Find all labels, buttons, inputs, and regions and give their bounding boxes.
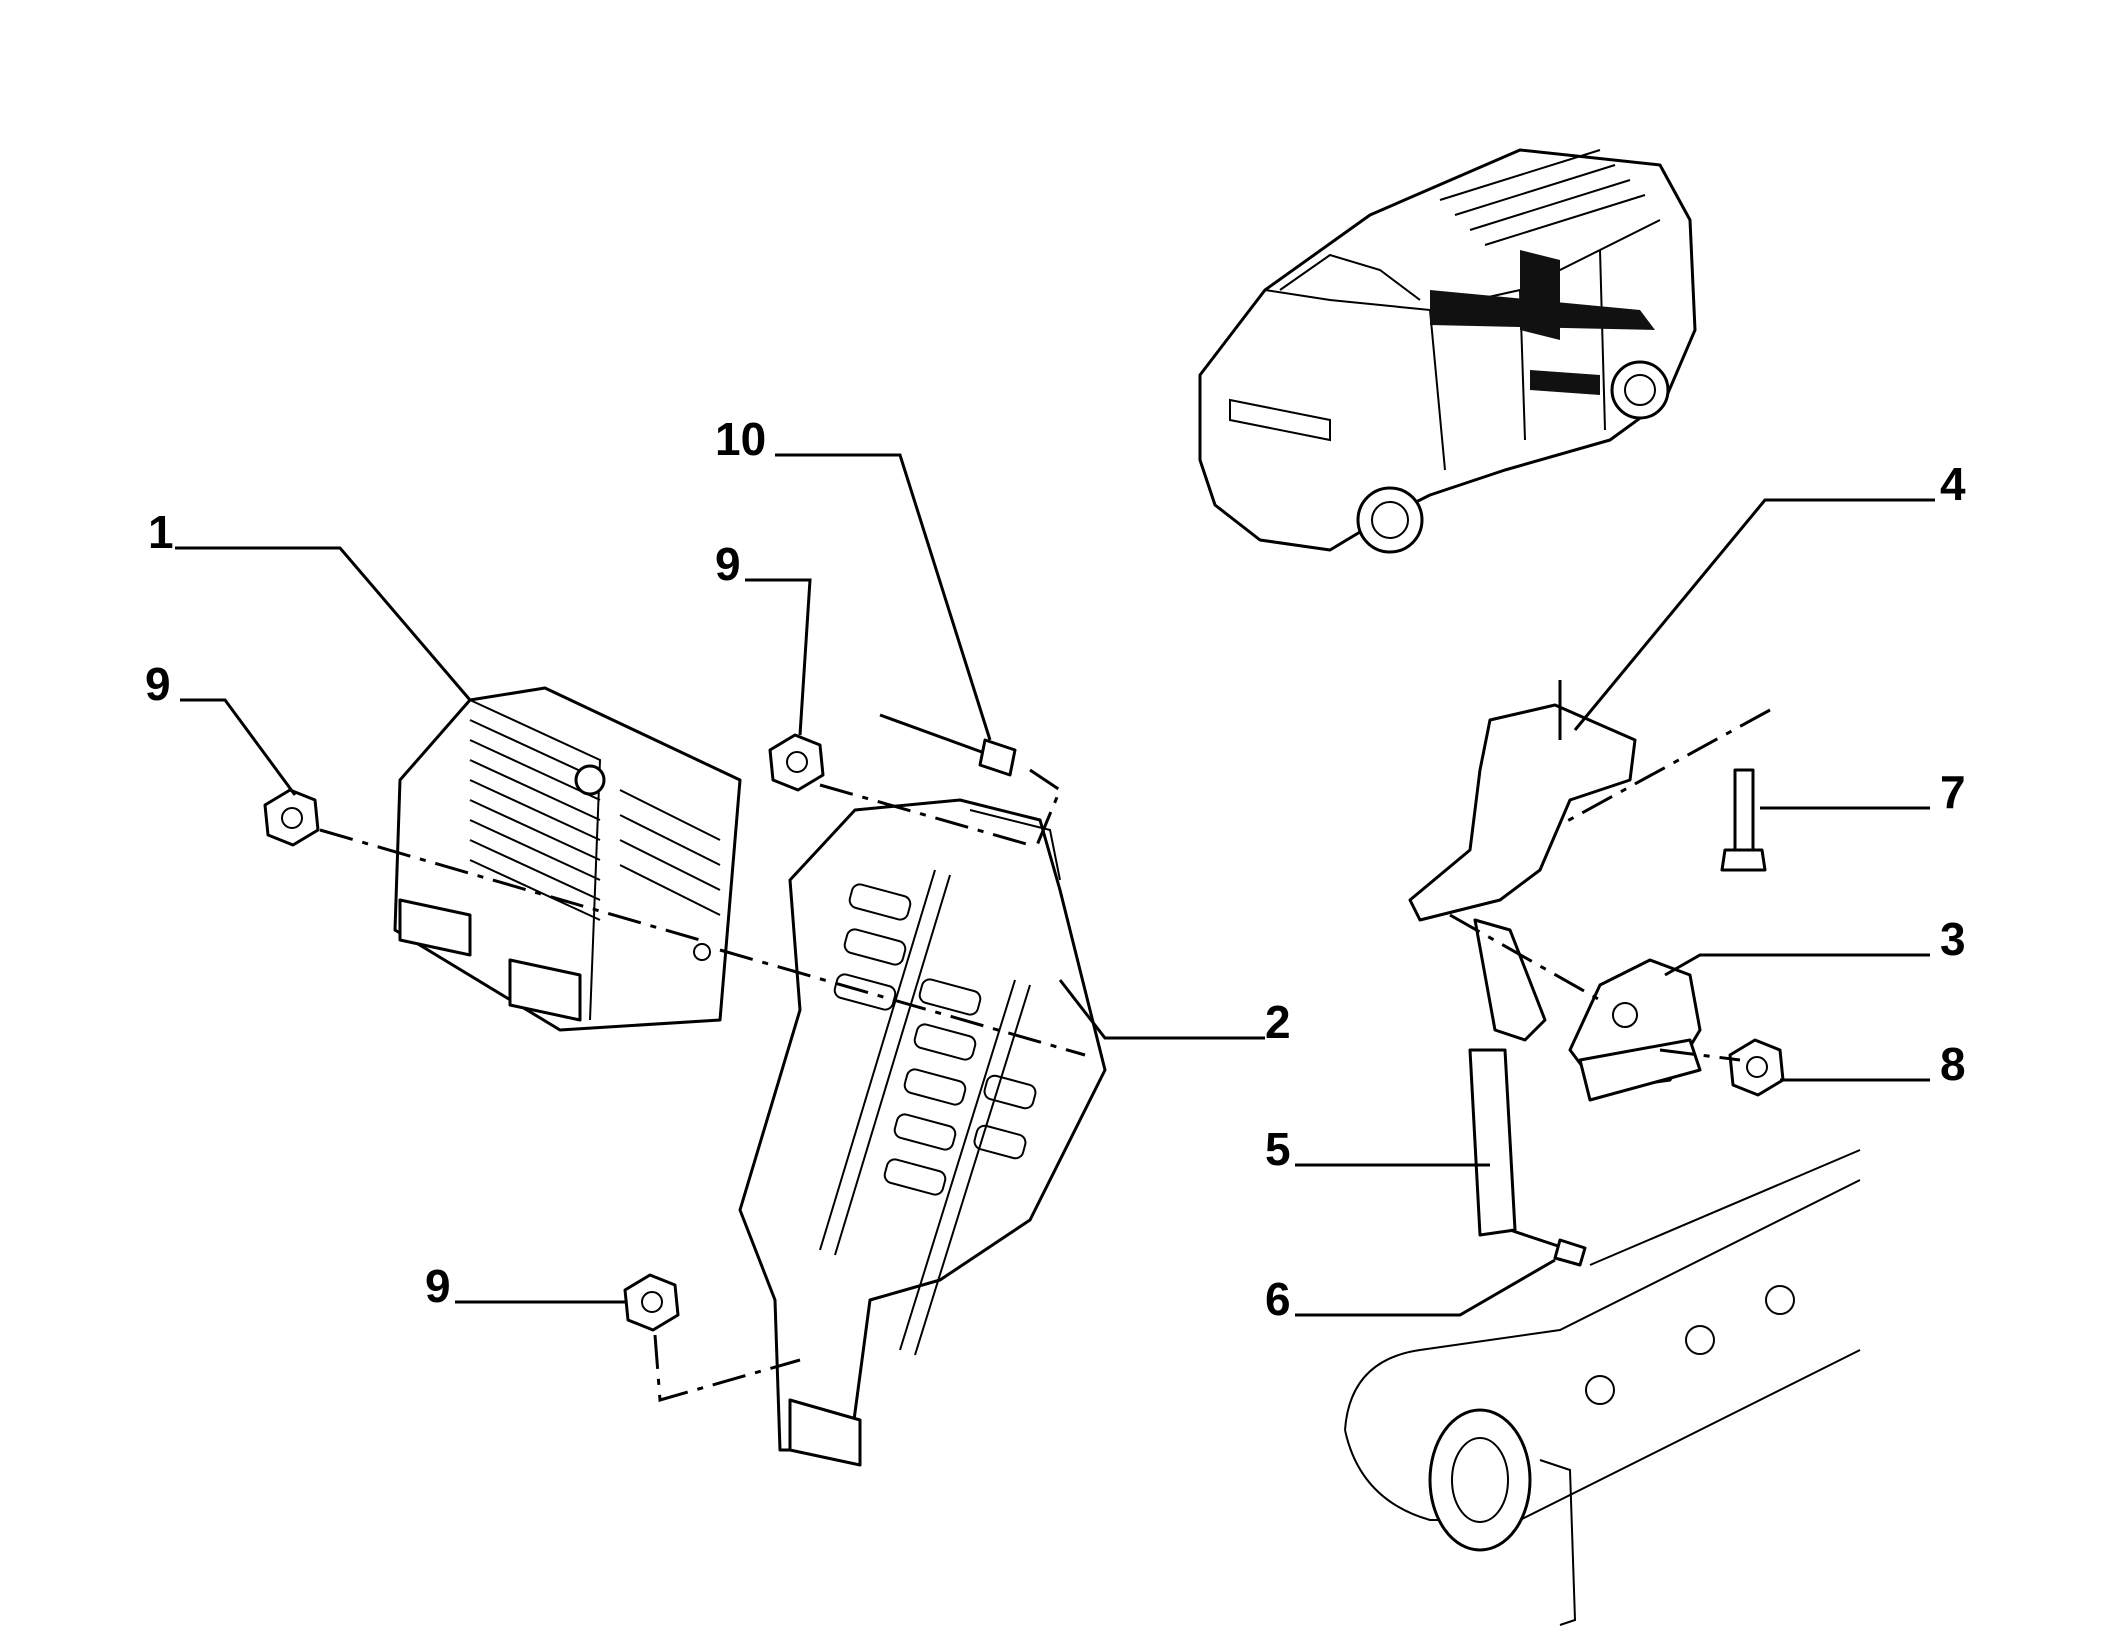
van-locator-icon bbox=[1198, 148, 1697, 554]
level-sensor-icon bbox=[1568, 958, 1702, 1102]
ecu-cooling-fins bbox=[469, 719, 721, 921]
sensor-bracket-icon bbox=[1408, 680, 1637, 1042]
callout-3: 3 bbox=[1940, 913, 1966, 965]
nut-icon-lower bbox=[623, 1273, 680, 1332]
rear-axle-icon bbox=[1344, 1149, 1861, 1626]
nut-icon-upper bbox=[768, 733, 825, 792]
callout-9-left: 9 bbox=[145, 658, 171, 710]
callout-9-upper: 9 bbox=[715, 538, 741, 590]
callout-7: 7 bbox=[1940, 766, 1966, 818]
bolt-icon bbox=[1720, 768, 1767, 872]
assembly-dash-lines bbox=[319, 708, 1771, 1402]
callout-8: 8 bbox=[1940, 1038, 1966, 1090]
rivet-icon bbox=[879, 713, 1017, 777]
callout-10: 10 bbox=[715, 413, 766, 465]
stud-icon bbox=[1509, 1228, 1587, 1267]
leader-lines bbox=[175, 453, 1935, 1317]
link-rod-icon bbox=[1468, 1048, 1517, 1237]
callout-6: 6 bbox=[1265, 1273, 1291, 1325]
callout-2: 2 bbox=[1265, 996, 1291, 1048]
mounting-bracket-icon bbox=[738, 798, 1107, 1467]
callout-9-lower: 9 bbox=[425, 1260, 451, 1312]
callout-1: 1 bbox=[148, 506, 174, 558]
callout-5: 5 bbox=[1265, 1123, 1291, 1175]
callout-4: 4 bbox=[1940, 458, 1966, 510]
control-unit-icon bbox=[393, 686, 742, 1032]
nut-icon-left bbox=[263, 788, 320, 847]
sensor-nut-icon bbox=[1728, 1038, 1785, 1097]
roof-rails bbox=[1439, 149, 1646, 246]
